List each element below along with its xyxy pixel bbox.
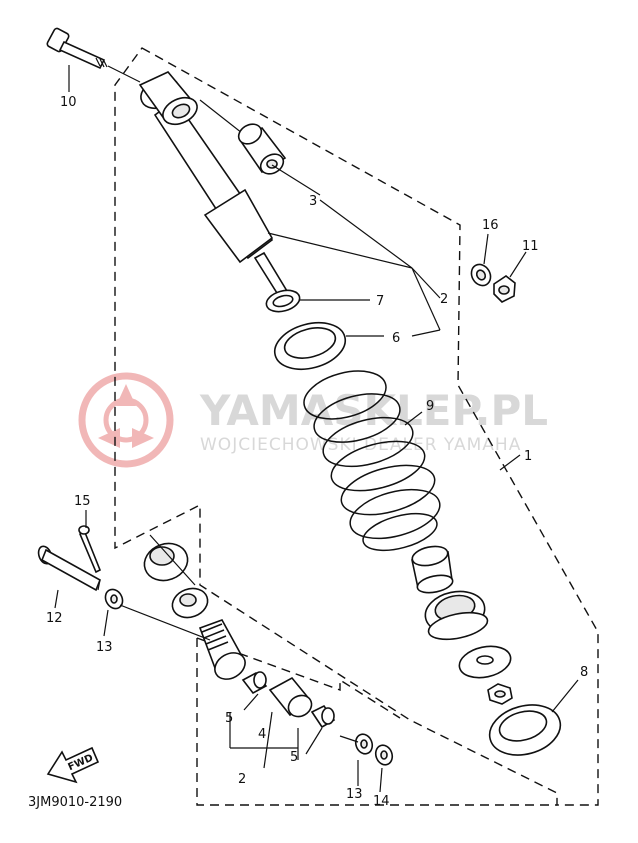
cover-8 [488, 704, 562, 756]
label-9: 9 [426, 399, 434, 414]
label-13-bottom: 13 [346, 787, 363, 802]
collar-5-left [241, 671, 268, 695]
washer-13-bottom [354, 733, 374, 755]
bracket-assembly-outline [196, 637, 557, 806]
label-15: 15 [74, 494, 91, 509]
bolt-10 [46, 27, 141, 83]
label-5-right: 5 [290, 750, 298, 765]
label-2-top: 2 [440, 292, 448, 307]
shock-assembly-outline [114, 47, 599, 806]
circlip-7 [265, 289, 301, 313]
label-1: 1 [524, 449, 532, 464]
lower-bushing-seat [143, 542, 209, 619]
label-11: 11 [522, 239, 539, 254]
lower-seat [424, 590, 489, 641]
bolt-12 [37, 545, 102, 592]
bump-rubber [411, 545, 454, 594]
watermark-subtitle: WOJCIECHOWSKI DEALER YAMAHA [200, 435, 521, 455]
washer-13-left [104, 588, 124, 610]
pivot-bearing [198, 619, 246, 680]
spring-seat-6 [273, 321, 347, 371]
collar-5-right [310, 704, 336, 729]
bushing-4 [268, 676, 313, 718]
label-5-left: 5 [225, 711, 233, 726]
shock-absorber [138, 71, 292, 303]
label-8: 8 [580, 665, 588, 680]
label-12: 12 [46, 611, 63, 626]
fwd-arrow-icon: FWD [46, 746, 100, 784]
nut-11 [493, 275, 516, 303]
cotter-pin-15 [78, 525, 102, 574]
washer-plate [458, 645, 512, 679]
spring-9 [303, 370, 441, 552]
part-labels: 1 2 2 3 4 5 5 6 7 8 9 10 11 12 13 13 14 … [46, 95, 588, 809]
washer-16 [470, 263, 492, 287]
label-2-bottom: 2 [238, 772, 246, 787]
label-16: 16 [482, 218, 499, 233]
nut-14 [374, 744, 394, 766]
yamaha-logo-icon [78, 372, 174, 468]
label-6: 6 [392, 331, 400, 346]
label-10: 10 [60, 95, 77, 110]
leader-lines [54, 65, 579, 793]
nut [487, 683, 513, 705]
label-3: 3 [309, 194, 317, 209]
diagram-code: 3JM9010-2190 [28, 795, 122, 810]
label-14: 14 [373, 794, 390, 809]
label-7: 7 [376, 294, 384, 309]
label-4: 4 [258, 727, 266, 742]
label-13-left: 13 [96, 640, 113, 655]
